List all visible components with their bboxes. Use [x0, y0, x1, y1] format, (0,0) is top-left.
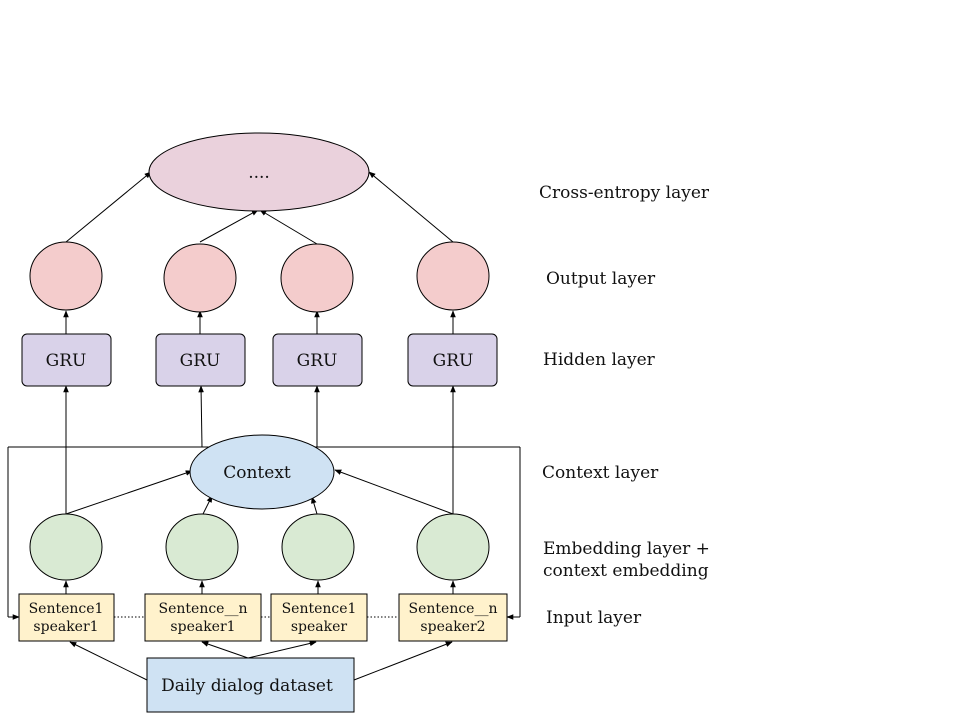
output-node: [280, 243, 354, 313]
gru-box: [155, 333, 246, 387]
output-node: [29, 241, 103, 311]
context-node: [189, 434, 335, 510]
input-box-line1: Sentence__n: [159, 601, 248, 617]
layer-label-output: Output layer: [546, 269, 656, 289]
layer-label-input: Input layer: [546, 608, 642, 628]
input-box-line2: speaker: [291, 619, 348, 635]
embedding-node: [29, 513, 103, 581]
input-box: [270, 593, 368, 642]
gru-label: GRU: [297, 351, 338, 371]
input-box-line2: speaker1: [170, 619, 235, 635]
gru-label: GRU: [180, 351, 221, 371]
output-nodes: [29, 241, 490, 313]
gru-label: GRU: [46, 351, 87, 371]
input-box-line2: speaker2: [420, 619, 485, 635]
gru-label: GRU: [433, 351, 474, 371]
context-node-label: Context: [223, 463, 291, 483]
layer-label-context: Context layer: [542, 463, 659, 483]
output-node: [163, 243, 237, 313]
input-box: [398, 593, 508, 642]
embedding-node: [281, 513, 355, 581]
input-box: [18, 593, 115, 642]
gru-box: [21, 333, 112, 387]
embedding-node: [165, 513, 239, 581]
dataset-box: [146, 657, 355, 713]
input-box-line1: Sentence1: [29, 601, 104, 617]
gru-box: [272, 333, 363, 387]
output-node: [416, 241, 490, 311]
layer-label-hidden: Hidden layer: [543, 350, 656, 370]
layer-label-embedding-line2: context embedding: [543, 561, 709, 581]
input-box-line2: speaker1: [33, 619, 98, 635]
gru-box: [407, 333, 498, 387]
dataset-box-label: Daily dialog dataset: [161, 676, 333, 696]
gru-boxes: GRU GRU GRU GRU: [21, 333, 498, 387]
layer-labels: Cross-entropy layer Output layer Hidden …: [539, 183, 710, 628]
embedding-nodes: [29, 513, 490, 581]
input-box-line1: Sentence1: [282, 601, 357, 617]
input-box: [144, 593, 262, 642]
input-boxes: Sentence1 speaker1 Sentence__n speaker1 …: [18, 593, 508, 642]
layer-label-cross-entropy: Cross-entropy layer: [539, 183, 710, 203]
cross-entropy-node-label: ....: [248, 163, 270, 183]
embedding-node: [416, 513, 490, 581]
input-box-line1: Sentence__n: [409, 601, 498, 617]
layer-label-embedding-line1: Embedding layer +: [543, 539, 710, 559]
cross-entropy-node: [148, 132, 370, 212]
